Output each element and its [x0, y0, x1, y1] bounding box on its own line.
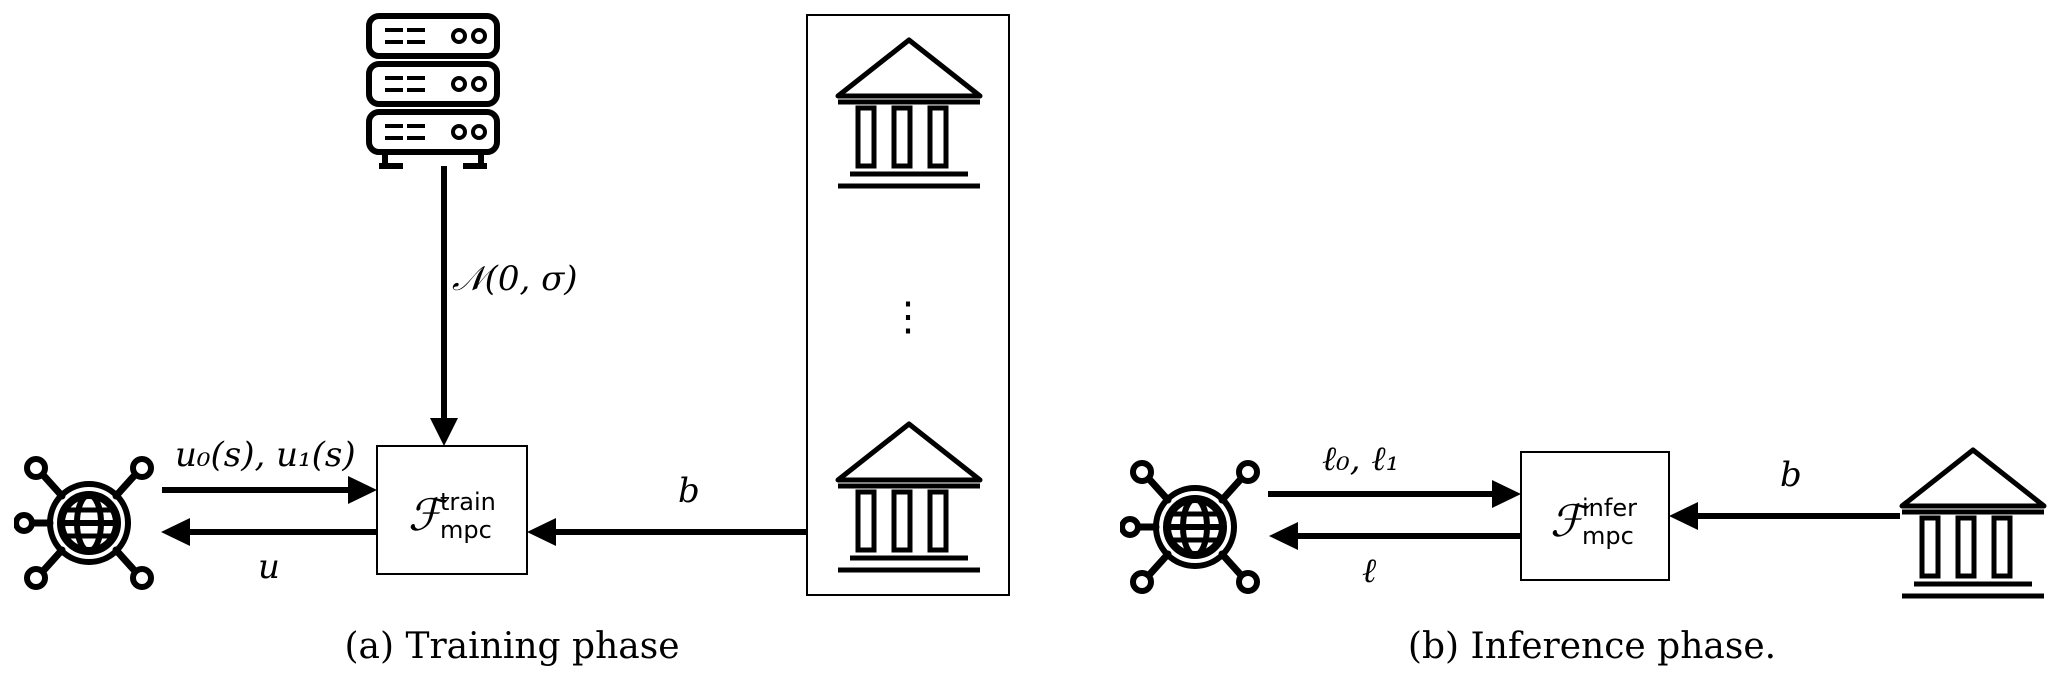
- f-train-box: [376, 445, 528, 575]
- network-globe-icon: [16, 459, 151, 587]
- output-arrowhead: [161, 518, 190, 546]
- inference-bank-label: b: [1780, 455, 1802, 495]
- network-globe-icon: [1122, 463, 1257, 591]
- f-infer-superscript: infer: [1582, 494, 1637, 522]
- caption-inference: (b) Inference phase.: [1408, 626, 1776, 667]
- f-train-superscript: train: [440, 488, 496, 516]
- inference-output-label: ℓ: [1362, 551, 1376, 591]
- output-label: u: [258, 547, 280, 587]
- inference-input-arrowhead: [1492, 480, 1521, 508]
- noise-arrowhead: [430, 418, 458, 446]
- inference-phase: ℓ₀, ℓ₁ ℓ ℱ infer mpc b (b) Inference pha…: [1122, 439, 2044, 667]
- banks-box: [806, 14, 1010, 596]
- inference-bank-arrowhead: [1669, 502, 1698, 530]
- f-infer-function: ℱ infer mpc: [1550, 494, 1637, 550]
- server-icon: [369, 16, 497, 166]
- banks-ellipsis: ⋮: [888, 294, 928, 340]
- f-infer-subscript: mpc: [1582, 522, 1634, 550]
- inference-output-arrowhead: [1269, 522, 1298, 550]
- caption-training: (a) Training phase: [344, 626, 679, 667]
- bank-icon: [838, 424, 980, 570]
- inference-input-label: ℓ₀, ℓ₁: [1322, 439, 1399, 479]
- f-train-subscript: mpc: [440, 516, 492, 544]
- f-train-function: ℱ train mpc: [408, 488, 496, 544]
- bank-label: b: [678, 471, 700, 511]
- input-label: u₀(s), u₁(s): [175, 435, 356, 475]
- bank-icon: [1902, 450, 2044, 596]
- bank-icon: [838, 40, 980, 186]
- input-arrowhead: [348, 476, 377, 504]
- bank-arrowhead: [527, 518, 556, 546]
- noise-label: 𝒩(0, σ): [452, 259, 578, 299]
- training-phase: 𝒩(0, σ) ⋮ ℱ train mpc u₀(s), u₁(s) u b (…: [16, 14, 1010, 667]
